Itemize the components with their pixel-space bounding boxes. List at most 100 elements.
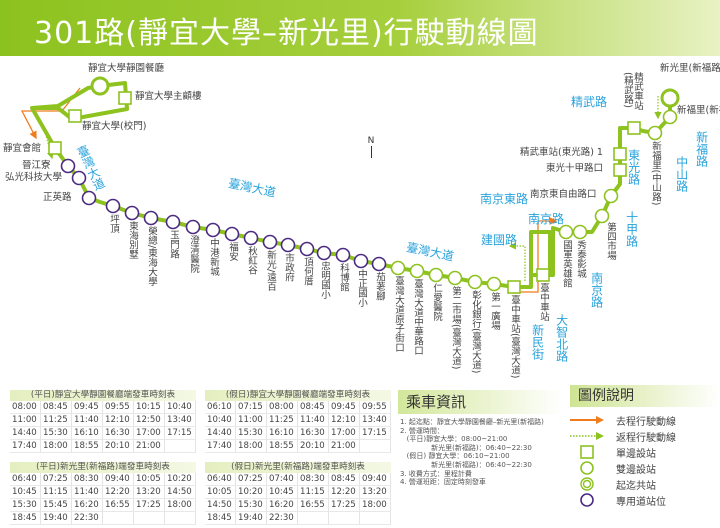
departure-time: 11:40	[72, 486, 103, 498]
departure-time: 14:50	[205, 499, 236, 511]
station-label: 仁愛醫院	[430, 283, 442, 321]
departure-time: 08:30	[72, 473, 103, 485]
station-marker[interactable]	[353, 253, 369, 269]
station-marker[interactable]	[627, 121, 641, 135]
station-marker[interactable]	[299, 241, 315, 257]
station-marker[interactable]	[118, 91, 132, 105]
station-marker[interactable]	[165, 214, 181, 230]
station-marker[interactable]	[662, 109, 678, 125]
road-label: 南京路	[589, 272, 604, 308]
departure-time: 10:05	[205, 486, 236, 498]
station-marker[interactable]	[603, 188, 619, 204]
station-marker[interactable]	[613, 163, 627, 177]
info-line: 3. 收費方式：里程計費	[400, 469, 472, 478]
station-label: 靜宜大學靜園餐廳	[88, 63, 165, 74]
station-marker[interactable]	[48, 141, 62, 155]
station-label: 靜宜會館	[3, 143, 42, 154]
station-label: 新福里(新福路)	[677, 105, 720, 116]
legend-item: 起迄共站	[570, 476, 720, 492]
legend-item: 專用道站位	[570, 492, 720, 508]
station-marker[interactable]	[316, 245, 332, 261]
station-marker[interactable]	[428, 267, 444, 283]
station-marker[interactable]	[647, 125, 663, 141]
departure-time: 12:20	[103, 486, 134, 498]
station-marker[interactable]	[81, 190, 97, 206]
header-banner: 301路(靜宜大學–新光里)行駛動線圖	[0, 0, 720, 56]
station-marker[interactable]	[143, 210, 159, 226]
info-line: (假日) 靜宜大學：06:10~21:00	[400, 452, 510, 461]
station-label: 臺中車站	[537, 283, 549, 321]
station-marker[interactable]	[390, 260, 406, 276]
info-line: 1. 起迄點：靜宜大學靜園餐廳–新光里(新福路)	[400, 418, 544, 426]
station-marker[interactable]	[90, 76, 110, 96]
station-marker[interactable]	[185, 219, 201, 235]
outbound-line	[518, 217, 558, 293]
station-marker[interactable]	[124, 205, 140, 221]
info-line: 4. 營運班距：固定時刻發車	[400, 478, 486, 487]
road-label: 新福路	[694, 131, 709, 167]
departure-time: 08:45	[41, 401, 72, 413]
legend-label: 返程行駛動線	[616, 432, 676, 444]
station-marker[interactable]	[613, 147, 627, 161]
station-label: 靜宜大學(校門)	[82, 121, 147, 132]
station-label: 澄清醫院	[187, 235, 199, 273]
north-arrow-icon	[370, 146, 372, 158]
double-circle-icon	[570, 477, 604, 491]
station-marker[interactable]	[486, 276, 502, 292]
station-label: 弘光科技大學	[5, 172, 63, 183]
legend-item: 去程行駛動線	[570, 412, 720, 428]
station-marker[interactable]	[224, 226, 240, 242]
legend-label: 起迄共站	[616, 480, 656, 492]
departure-time: 22:30	[267, 512, 298, 524]
road-label: 建國路	[481, 233, 518, 247]
departure-time: 16:30	[103, 427, 134, 439]
departure-time: 17:25	[329, 499, 360, 511]
station-marker[interactable]	[71, 170, 87, 186]
departure-time: 10:40	[205, 414, 236, 426]
info-line: 新光里(新福路)：06:40~22:30	[400, 460, 532, 469]
timetable-title: (假日)新光里(新福路)端發車時刻表	[205, 462, 391, 473]
station-marker[interactable]	[60, 158, 76, 174]
departure-time: 17:15	[360, 427, 391, 439]
station-label: 茄荖腳	[373, 272, 385, 301]
info-line: 2. 營運時間：	[400, 426, 444, 435]
station-marker[interactable]	[371, 256, 387, 272]
departure-time: 16:20	[267, 499, 298, 511]
ride-info: 乘車資訊 1. 起迄點：靜宜大學靜園餐廳–新光里(新福路)2. 營運時間： (平…	[398, 390, 563, 487]
station-marker[interactable]	[660, 88, 680, 108]
station-marker[interactable]	[409, 263, 425, 279]
station-marker[interactable]	[105, 198, 121, 214]
station-marker[interactable]	[447, 270, 463, 286]
station-marker[interactable]	[243, 230, 259, 246]
station-marker[interactable]	[467, 274, 483, 290]
departure-time: 18:45	[205, 512, 236, 524]
departure-time: 20:10	[298, 440, 329, 452]
departure-time: 09:45	[329, 401, 360, 413]
station-marker[interactable]	[507, 280, 521, 294]
station-marker[interactable]	[558, 224, 574, 240]
station-marker[interactable]	[536, 268, 550, 282]
departure-time: 15:30	[236, 427, 267, 439]
departure-time: 12:10	[103, 414, 134, 426]
departure-time: 06:40	[205, 473, 236, 485]
station-marker[interactable]	[68, 109, 82, 123]
departure-time: 11:40	[72, 414, 103, 426]
station-marker[interactable]	[262, 234, 278, 250]
station-marker[interactable]	[594, 208, 610, 224]
north-label: N	[367, 136, 375, 146]
station-marker[interactable]	[280, 237, 296, 253]
station-marker[interactable]	[205, 222, 221, 238]
station-label: 東海別墅	[126, 221, 138, 259]
station-marker[interactable]	[572, 224, 588, 240]
departure-time: 22:30	[72, 512, 103, 524]
station-marker[interactable]	[335, 247, 351, 263]
station-label: 臺灣大道原子街口	[392, 276, 404, 352]
